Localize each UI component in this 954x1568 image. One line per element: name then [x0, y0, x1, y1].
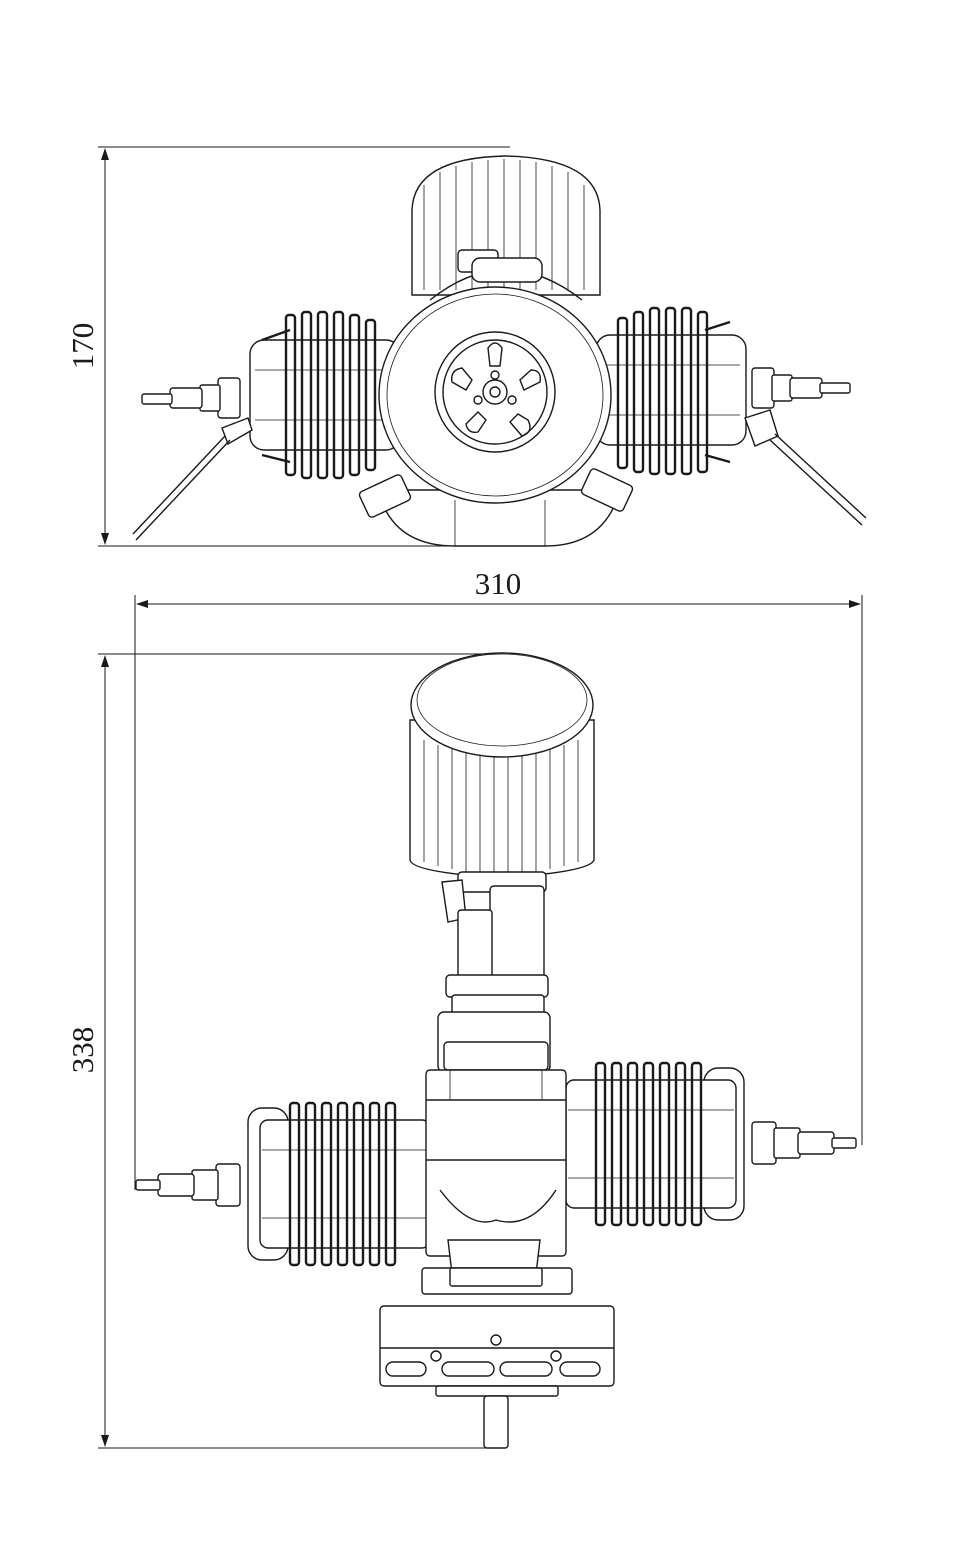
engine-top-view	[132, 155, 867, 547]
left-cylinder-side	[135, 1101, 431, 1267]
dimension-side-height: 338	[65, 653, 500, 1449]
dimension-label-310: 310	[475, 566, 522, 601]
right-cylinder-side	[565, 1061, 857, 1227]
dimension-label-170: 170	[65, 323, 100, 370]
dimension-width: 310	[134, 566, 863, 1190]
left-clamp-block	[358, 474, 412, 518]
crankcase-side	[425, 1069, 567, 1275]
dimension-label-338: 338	[65, 1027, 100, 1074]
right-cylinder-top	[595, 306, 867, 526]
air-filter-side	[409, 652, 595, 879]
dimension-top-height: 170	[65, 146, 540, 547]
air-filter-top	[411, 155, 601, 301]
mount-plate	[379, 1267, 615, 1397]
right-clamp-block	[580, 468, 634, 512]
carburetor-side	[437, 871, 551, 1073]
left-cylinder-top	[132, 310, 401, 541]
output-shaft	[483, 1395, 509, 1449]
front-cover-disc	[378, 286, 612, 504]
engine-side-view	[135, 652, 857, 1449]
